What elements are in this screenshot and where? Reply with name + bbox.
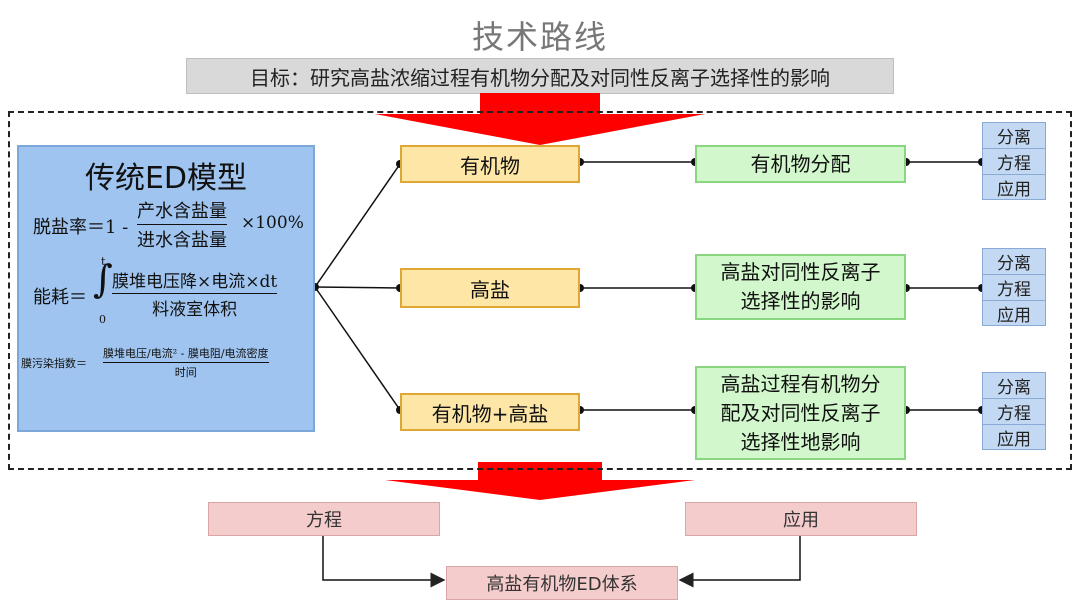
dashed-frame bbox=[8, 111, 1072, 470]
stack-2: 分离 方程 应用 bbox=[982, 248, 1046, 326]
result-combined-line1: 高盐过程有机物分 bbox=[720, 371, 881, 396]
result-organic-distribution: 有机物分配 bbox=[695, 145, 906, 183]
stack-1-item-2: 方程 bbox=[983, 149, 1045, 175]
stack-3-item-1: 分离 bbox=[983, 373, 1045, 399]
desalination-fraction: 产水含盐量 进水含盐量 bbox=[137, 197, 227, 252]
desalination-label: 脱盐率＝1 - bbox=[33, 217, 129, 238]
stack-1: 分离 方程 应用 bbox=[982, 122, 1046, 200]
result-salt-selectivity-line1: 高盐对同性反离子 bbox=[720, 260, 881, 284]
stack-2-item-2: 方程 bbox=[983, 275, 1045, 301]
integral-upper: t bbox=[101, 255, 106, 268]
branch-lines bbox=[314, 161, 982, 588]
page-title: 技术路线 bbox=[471, 18, 608, 56]
energy-denominator: 料液室体积 bbox=[152, 300, 238, 320]
stack-1-item-3: 应用 bbox=[997, 180, 1031, 200]
bottom-equation-box: 方程 bbox=[208, 502, 440, 536]
fouling-denominator: 时间 bbox=[174, 366, 197, 379]
result-salt-selectivity-line2: 选择性的影响 bbox=[740, 289, 861, 313]
bottom-system-box: 高盐有机物ED体系 bbox=[446, 566, 678, 600]
stack-3-item-3: 应用 bbox=[997, 430, 1031, 450]
desalination-suffix: ×100% bbox=[241, 213, 304, 233]
desalination-numerator: 产水含盐量 bbox=[137, 201, 227, 222]
integral-sign: ∫ bbox=[93, 257, 113, 301]
model-title: 传统ED模型 bbox=[84, 161, 248, 196]
result-salt-selectivity: 高盐对同性反离子 选择性的影响 bbox=[695, 254, 906, 320]
stack-3: 分离 方程 应用 bbox=[982, 372, 1046, 450]
energy-fraction: 膜堆电压降×电流×dt 料液室体积 bbox=[112, 267, 278, 320]
fouling-label: 膜污染指数＝ bbox=[21, 357, 87, 370]
node-organic: 有机物 bbox=[400, 145, 580, 183]
bottom-application-box: 应用 bbox=[685, 502, 917, 536]
goal-box: 目标：研究高盐浓缩过程有机物分配及对同性反离子选择性的影响 bbox=[186, 58, 894, 94]
energy-numerator: 膜堆电压降×电流×dt bbox=[112, 272, 278, 292]
result-combined-line2: 配及对同性反离子 bbox=[720, 400, 881, 425]
node-high-salt: 高盐 bbox=[400, 268, 580, 308]
node-organic-salt: 有机物+高盐 bbox=[400, 393, 580, 431]
integral-lower: 0 bbox=[99, 313, 106, 326]
stack-2-item-1: 分离 bbox=[983, 249, 1045, 275]
red-arrow-bottom bbox=[385, 462, 695, 500]
result-combined-effect: 高盐过程有机物分 配及对同性反离子 选择性地影响 bbox=[695, 366, 906, 460]
stack-3-item-2: 方程 bbox=[983, 399, 1045, 425]
desalination-denominator: 进水含盐量 bbox=[137, 230, 227, 251]
ed-model-box: 传统ED模型 脱盐率＝1 - 产水含盐量 进水含盐量 ×100% 能耗＝ ∫ t… bbox=[17, 145, 315, 432]
energy-label: 能耗＝ bbox=[33, 287, 87, 308]
stack-1-item-1: 分离 bbox=[983, 123, 1045, 149]
fouling-numerator: 膜堆电压/电流² - 膜电阻/电流密度 bbox=[103, 347, 269, 360]
stack-2-item-3: 应用 bbox=[997, 306, 1031, 326]
red-arrow-top bbox=[375, 93, 705, 145]
result-combined-line3: 选择性地影响 bbox=[740, 429, 861, 454]
fouling-fraction: 膜堆电压/电流² - 膜电阻/电流密度 时间 bbox=[103, 345, 269, 380]
